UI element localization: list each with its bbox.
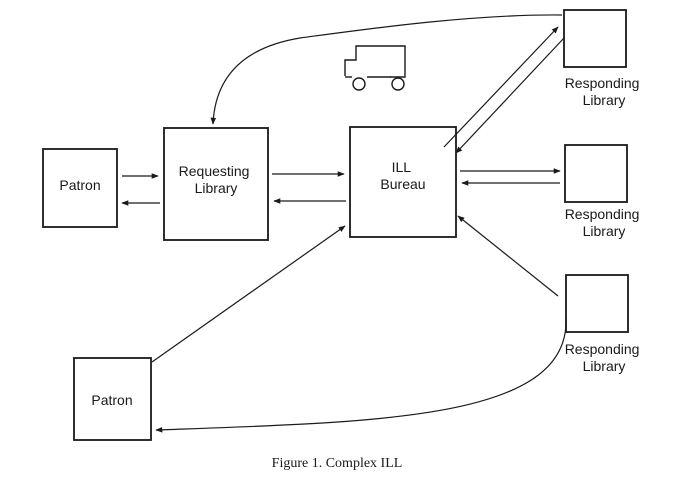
responding-library-2-box [564,144,628,203]
requesting-library-box [163,127,269,241]
curve-responding-3-to-patron [155,317,567,433]
responding-library-3-label: Responding Library [565,341,644,374]
delivery-truck-icon [344,45,406,91]
ill-bureau-box [349,126,457,238]
patron-bottom-label: Patron [91,392,132,408]
curve-responding-1-to-requesting [210,14,563,125]
patron-top-label: Patron [59,177,100,193]
arrow-responding-3-to-bureau [457,215,559,297]
responding-library-1-box [563,9,627,68]
responding-library-1-label: Responding Library [565,75,644,108]
figure-caption: Figure 1. Complex ILL [271,456,403,471]
arrow-patron-bottom-to-bureau [151,225,346,363]
requesting-library-label: Requesting Library [179,163,254,196]
responding-library-3-box [565,274,629,333]
ill-bureau-label: ILL Bureau [380,159,425,192]
arrow-bureau-to-responding-1 [443,26,559,148]
patron-top-box [42,148,118,228]
responding-library-2-label: Responding Library [565,206,644,239]
patron-bottom-box [73,357,152,441]
arrow-responding-1-to-bureau [455,37,565,154]
